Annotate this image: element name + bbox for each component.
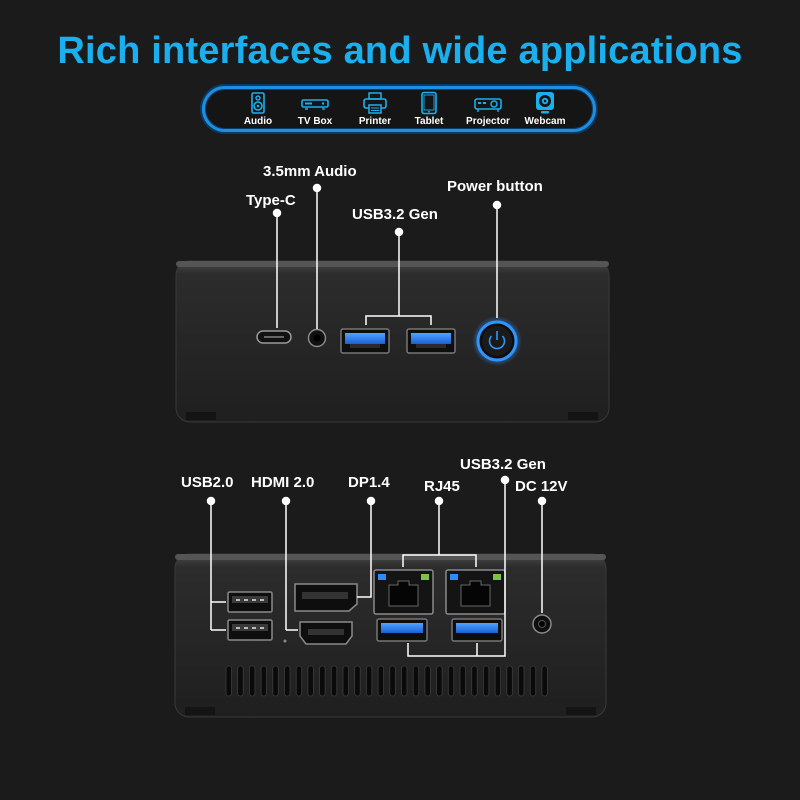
usb2-port-2 [227,619,273,641]
vent-slot [529,665,537,697]
label-hdmi: HDMI 2.0 [251,474,315,491]
vent-slot [506,665,513,697]
vent-slot [342,665,349,697]
vent-slot [225,665,232,697]
speaker-icon [251,92,265,114]
front-panel [175,183,610,423]
power-button [472,316,522,366]
app-printer: Printer [345,91,405,127]
app-label: TV Box [297,116,333,127]
vent-slot [494,665,502,697]
vent-slot [284,665,291,697]
vent-slot [424,665,431,697]
label-type-c: Type-C [246,192,296,209]
vent-slot [412,665,420,697]
rear-usb3-port-1 [376,618,428,642]
vent-slot [401,665,408,697]
dc-jack [532,614,552,634]
rj45-port-2 [445,569,506,615]
app-tablet: Tablet [399,91,459,127]
vent-slot [237,665,244,697]
label-usb2: USB2.0 [181,474,234,491]
vent-slot [295,665,303,697]
ventilation-grille [225,665,548,697]
label-front-usb: USB3.2 Gen [352,206,438,223]
app-projector: Projector [458,91,518,127]
app-label: Webcam [524,116,566,127]
webcam-icon [536,92,554,114]
vent-slot [365,665,373,697]
vent-slot [354,665,361,697]
vent-slot [377,665,385,697]
front-usb-port-1 [340,328,390,354]
app-audio: Audio [228,91,288,127]
vent-slot [330,665,338,697]
vent-slot [389,665,396,697]
app-label: Tablet [414,116,444,127]
vent-slot [436,665,443,697]
label-rj45: RJ45 [424,478,460,495]
label-audio: 3.5mm Audio [263,163,357,180]
label-rear-usb3: USB3.2 Gen [460,456,546,473]
vent-slot [272,665,279,697]
page-title: Rich interfaces and wide applications [57,30,743,72]
label-power-button: Power button [447,178,543,195]
projector-icon [474,98,502,112]
vent-slot [471,665,478,697]
vent-slot [248,665,256,697]
rj45-port-1 [373,569,434,615]
applications-bar: Audio TV Box Printer Tablet [202,86,596,132]
printer-icon [363,92,387,114]
vent-slot [482,665,490,697]
label-dp: DP1.4 [348,474,390,491]
vent-slot [459,665,466,697]
app-webcam: Webcam [515,91,575,127]
power-icon [488,335,506,350]
front-usb-port-2 [406,328,456,354]
label-dc: DC 12V [515,478,568,495]
hdmi-port [299,621,353,645]
vent-slot [260,665,268,697]
vent-slot [319,665,326,697]
app-tv-box: TV Box [285,91,345,127]
rear-usb3-port-2 [451,618,503,642]
vent-slot [307,665,314,697]
displayport [294,583,358,612]
app-label: Projector [466,116,510,127]
app-label: Audio [243,116,273,127]
rear-panel [174,475,607,718]
vent-slot [447,665,455,697]
usb2-port-1 [227,591,273,613]
vent-slot [518,665,525,697]
tablet-icon [421,91,437,115]
tv-box-icon [301,99,329,110]
app-label: Printer [358,116,392,127]
vent-slot [541,665,548,697]
